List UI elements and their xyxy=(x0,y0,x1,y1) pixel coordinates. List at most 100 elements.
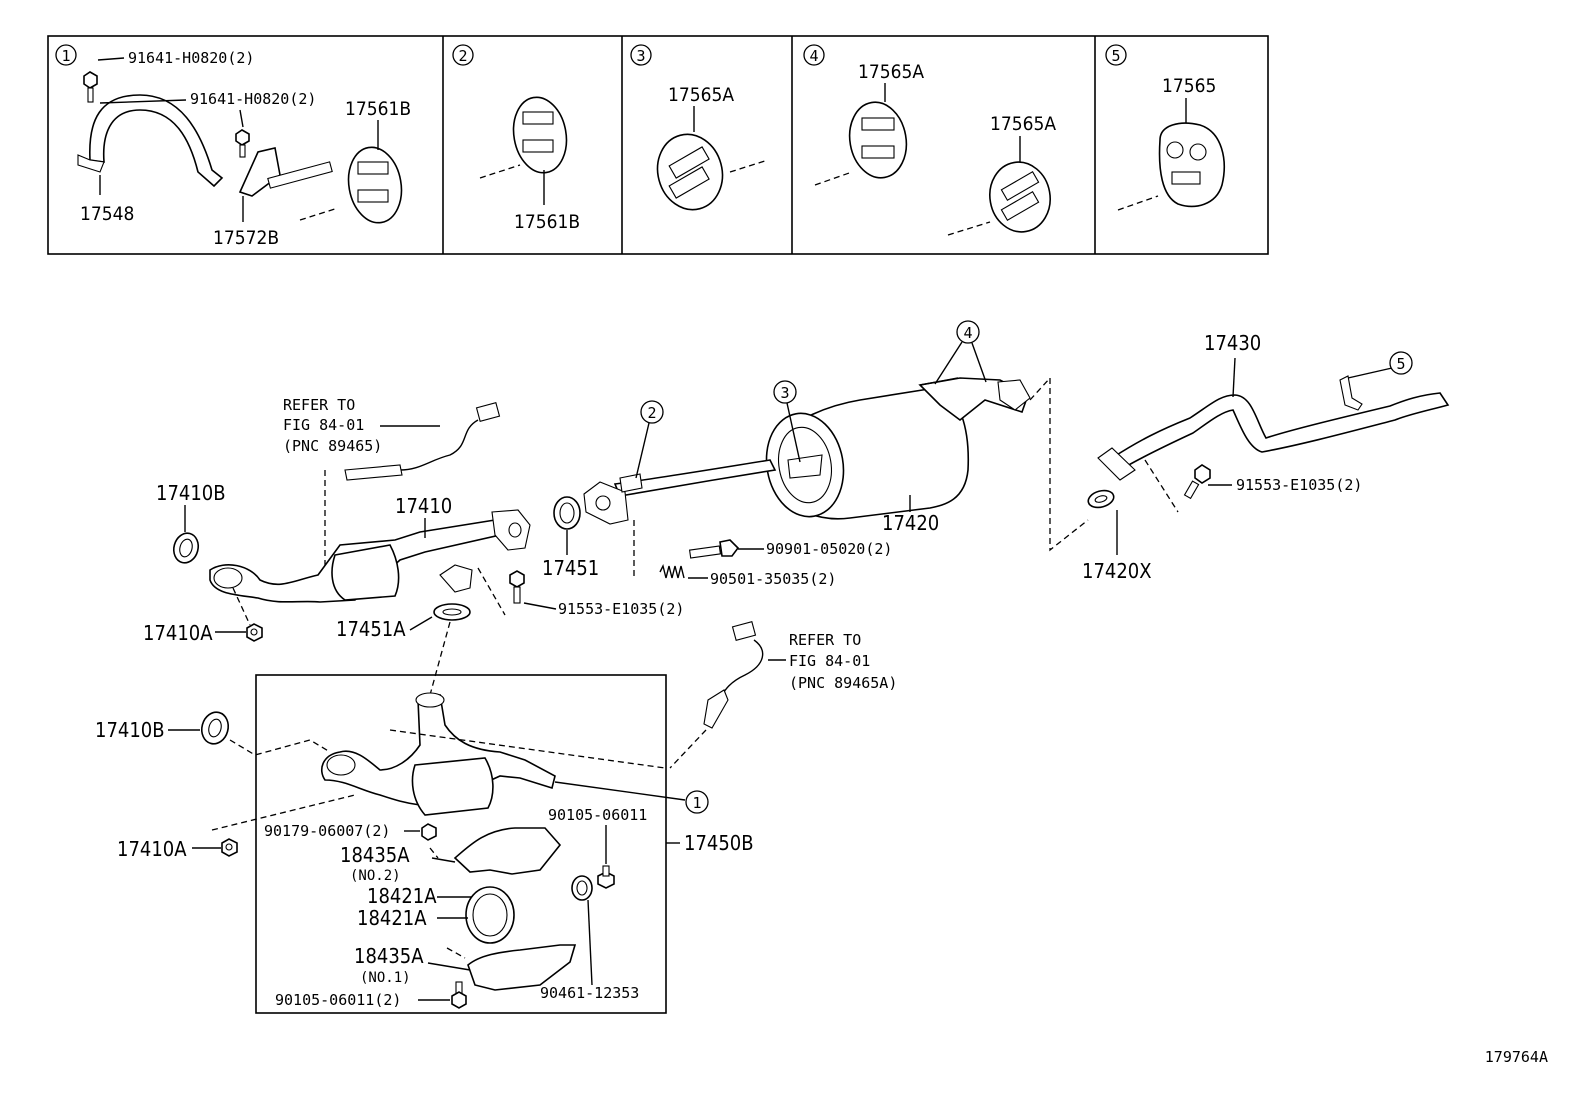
part-label: 17410B xyxy=(95,718,165,742)
refer-line-1: REFER TO xyxy=(789,631,861,649)
nut-90179[interactable]: 90179-06007(2) xyxy=(264,822,437,841)
hanger-panel-2[interactable]: 2 17561B xyxy=(452,44,580,233)
part-label: 90105-06011(2) xyxy=(275,991,401,1009)
part-label: 17410A xyxy=(117,837,187,861)
part-label: 17565A xyxy=(858,61,924,83)
hanger-panels: 1 91641-H0820(2) 91641-H0820(2) xyxy=(47,35,1269,255)
part-label: 18435A xyxy=(340,843,410,867)
part-label: 17451A xyxy=(336,617,406,641)
bolt-icon xyxy=(83,71,98,103)
front-pipe-17451-section[interactable] xyxy=(583,459,777,525)
part-label: 17410A xyxy=(143,621,213,645)
clamp-18421a[interactable]: 18421A 18421A xyxy=(357,884,515,944)
callout-number: 4 xyxy=(963,324,972,342)
gasket-17451[interactable]: 17451 xyxy=(542,496,599,580)
part-label: 17420X xyxy=(1082,559,1152,583)
heat-insulator-18435a-no1[interactable]: 18435A (NO.1) xyxy=(354,944,577,991)
part-label: 17430 xyxy=(1204,331,1261,355)
muffler-17420[interactable] xyxy=(759,377,1031,523)
catalyst-assembly-box xyxy=(255,674,667,1014)
hanger-panel-3[interactable]: 3 17565A xyxy=(630,44,769,217)
panel-number: 4 xyxy=(809,47,818,65)
panel-number: 5 xyxy=(1111,47,1120,65)
bolt-icon xyxy=(235,129,250,158)
part-label: 17572B xyxy=(213,227,279,249)
rubber-hanger-17561b xyxy=(347,146,403,224)
bracket-17572b xyxy=(238,147,333,197)
front-pipe-17410[interactable] xyxy=(209,509,531,603)
part-label: 17420 xyxy=(882,511,939,535)
part-label: 90901-05020(2) xyxy=(766,540,892,558)
bolt-label: 91641-H0820(2) xyxy=(128,49,254,67)
rubber-hanger-17561b xyxy=(512,96,568,174)
callout-number: 2 xyxy=(647,404,656,422)
callout-5 xyxy=(1389,351,1413,375)
part-label: 18435A xyxy=(354,944,424,968)
rubber-hanger-17565a xyxy=(848,101,908,179)
refer-line-3: (PNC 89465A) xyxy=(789,674,897,692)
callout-number: 3 xyxy=(780,384,789,402)
callout-2: 2 xyxy=(635,400,664,479)
bolt-90105-top[interactable]: 90105-06011 xyxy=(548,806,647,889)
part-label: 18421A xyxy=(357,906,427,930)
rubber-hanger-17565a xyxy=(989,161,1051,233)
part-label: 90461-12353 xyxy=(540,984,639,1002)
part-sublabel: (NO.2) xyxy=(350,868,401,884)
callout-1: 1 xyxy=(685,790,709,814)
sensor-89465a[interactable]: REFER TO FIG 84-01 (PNC 89465A) xyxy=(703,620,897,729)
rubber-hanger-17565a xyxy=(656,133,724,211)
panel-number: 1 xyxy=(61,47,70,65)
part-label: 17548 xyxy=(80,203,134,225)
clamp-90461[interactable]: 90461-12353 xyxy=(540,875,639,1002)
part-label: 17410B xyxy=(156,481,226,505)
refer-line-2: FIG 84-01 xyxy=(789,652,870,670)
callout-number: 5 xyxy=(1396,355,1405,373)
gasket-17410b-bottom[interactable]: 17410B xyxy=(95,709,331,756)
hanger-panel-5[interactable]: 5 17565 xyxy=(1105,44,1225,211)
part-label: 90105-06011 xyxy=(548,806,647,824)
part-label: 18421A xyxy=(367,884,437,908)
part-label: 17450B xyxy=(684,831,754,855)
hanger-panel-4[interactable]: 4 17565A 17565A xyxy=(803,44,1056,237)
nut-17410a-top[interactable]: 17410A xyxy=(143,587,263,645)
heat-insulator-18435a-no2[interactable]: 18435A (NO.2) xyxy=(340,827,562,884)
part-label: 90501-35035(2) xyxy=(710,570,836,588)
hanger-panels-frame xyxy=(47,35,1269,255)
catalyst-pipe[interactable] xyxy=(321,692,686,816)
bracket-17548 xyxy=(77,94,224,188)
hanger-panel-1[interactable]: 1 91641-H0820(2) 91641-H0820(2) xyxy=(55,44,411,249)
refer-line-1: REFER TO xyxy=(283,396,355,414)
part-label: 17451 xyxy=(542,556,599,580)
gasket-17420x[interactable]: 17420X xyxy=(1082,488,1152,583)
gasket-17410b-top[interactable]: 17410B xyxy=(156,481,226,566)
callout-3: 3 xyxy=(773,380,801,463)
bolt-90901[interactable]: 90901-05020(2) xyxy=(688,539,893,559)
drawing-id: 179764A xyxy=(1485,1048,1548,1066)
part-label: 17561B xyxy=(345,98,411,120)
part-label: 90179-06007(2) xyxy=(264,822,390,840)
panel-number: 3 xyxy=(636,47,645,65)
part-label: 17561B xyxy=(514,211,580,233)
part-label: 17565A xyxy=(990,113,1056,135)
panel-number: 2 xyxy=(458,47,467,65)
part-label: 17410 xyxy=(395,494,452,518)
sensor-89465[interactable]: REFER TO FIG 84-01 (PNC 89465) xyxy=(283,396,501,481)
part-label: 91553-E1035(2) xyxy=(558,600,684,618)
spring-90501[interactable]: 90501-35035(2) xyxy=(659,563,836,588)
part-label: 17565 xyxy=(1162,75,1216,97)
callout-4: 4 xyxy=(934,320,987,385)
rubber-hanger-17565 xyxy=(1158,122,1225,208)
bolt-90105-bottom[interactable]: 90105-06011(2) xyxy=(275,981,467,1009)
part-label: 17565A xyxy=(668,84,734,106)
nut-17410a-bottom[interactable]: 17410A xyxy=(117,794,356,861)
tail-pipe-17430[interactable]: 17430 5 xyxy=(1097,331,1450,481)
callout-number: 1 xyxy=(692,794,701,812)
bolt-91553-mid[interactable]: 91553-E1035(2) xyxy=(477,567,684,618)
part-label: 91553-E1035(2) xyxy=(1236,476,1362,494)
gasket-17451a[interactable]: 17451A xyxy=(336,603,471,641)
refer-line-2: FIG 84-01 xyxy=(283,416,364,434)
bolt-91553-right[interactable]: 91553-E1035(2) xyxy=(1144,459,1362,513)
bolt-label: 91641-H0820(2) xyxy=(190,90,316,108)
refer-line-3: (PNC 89465) xyxy=(283,437,382,455)
